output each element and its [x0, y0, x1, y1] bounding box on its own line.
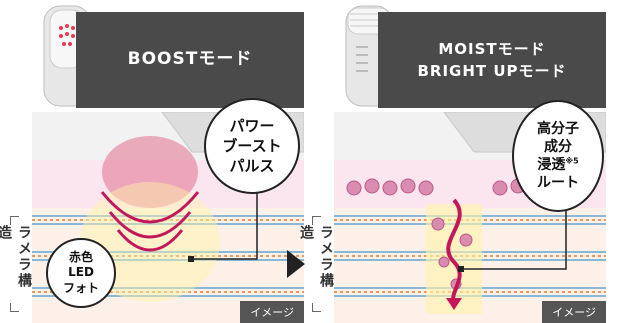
mode-banner: MOISTモード BRIGHT UPモード — [378, 12, 606, 108]
callout-line-2: 成分 — [544, 138, 572, 155]
mode-banner: BOOSTモード — [76, 12, 304, 108]
callout-line-3: パルス — [229, 157, 275, 176]
lamella-structure-label: ラメラ構造 — [0, 216, 32, 312]
lamella-structure-label-right: ラメラ構造 — [298, 216, 334, 312]
arrow-right-icon — [287, 250, 305, 278]
side-label-text: ラメラ構造 — [298, 225, 334, 289]
power-boost-pulse-callout: パワー ブースト パルス — [204, 98, 300, 194]
callout-line-3: 浸透※5 — [537, 156, 578, 174]
callout-line-1: 高分子 — [537, 120, 579, 137]
mode-label-2: BRIGHT UPモード — [417, 62, 567, 80]
led-line-2: LED — [68, 265, 94, 280]
led-line-1: 赤色 — [68, 249, 93, 264]
red-led-photo-callout: 赤色 LED フォト — [46, 238, 116, 308]
callout-line-1: パワー — [229, 116, 275, 135]
led-line-3: フォト — [62, 280, 99, 295]
polymer-penetration-callout: 高分子 成分 浸透※5 ルート — [512, 100, 604, 212]
side-label-text: ラメラ構造 — [0, 225, 32, 289]
callout-line-3-text: 浸透 — [537, 157, 566, 173]
callout-line-2: ブースト — [222, 136, 282, 155]
footnote-mark: ※5 — [565, 156, 579, 166]
callout-line-4: ルート — [537, 175, 579, 192]
image-tag: イメージ — [240, 301, 304, 323]
boost-mode-panel: BOOSTモード パワー ブースト パルス — [32, 0, 304, 323]
image-tag: イメージ — [542, 301, 606, 323]
mode-label-1: MOISTモード — [438, 39, 546, 58]
mode-label: BOOSTモード — [127, 49, 253, 70]
moist-brightup-mode-panel: MOISTモード BRIGHT UPモード — [334, 0, 606, 323]
